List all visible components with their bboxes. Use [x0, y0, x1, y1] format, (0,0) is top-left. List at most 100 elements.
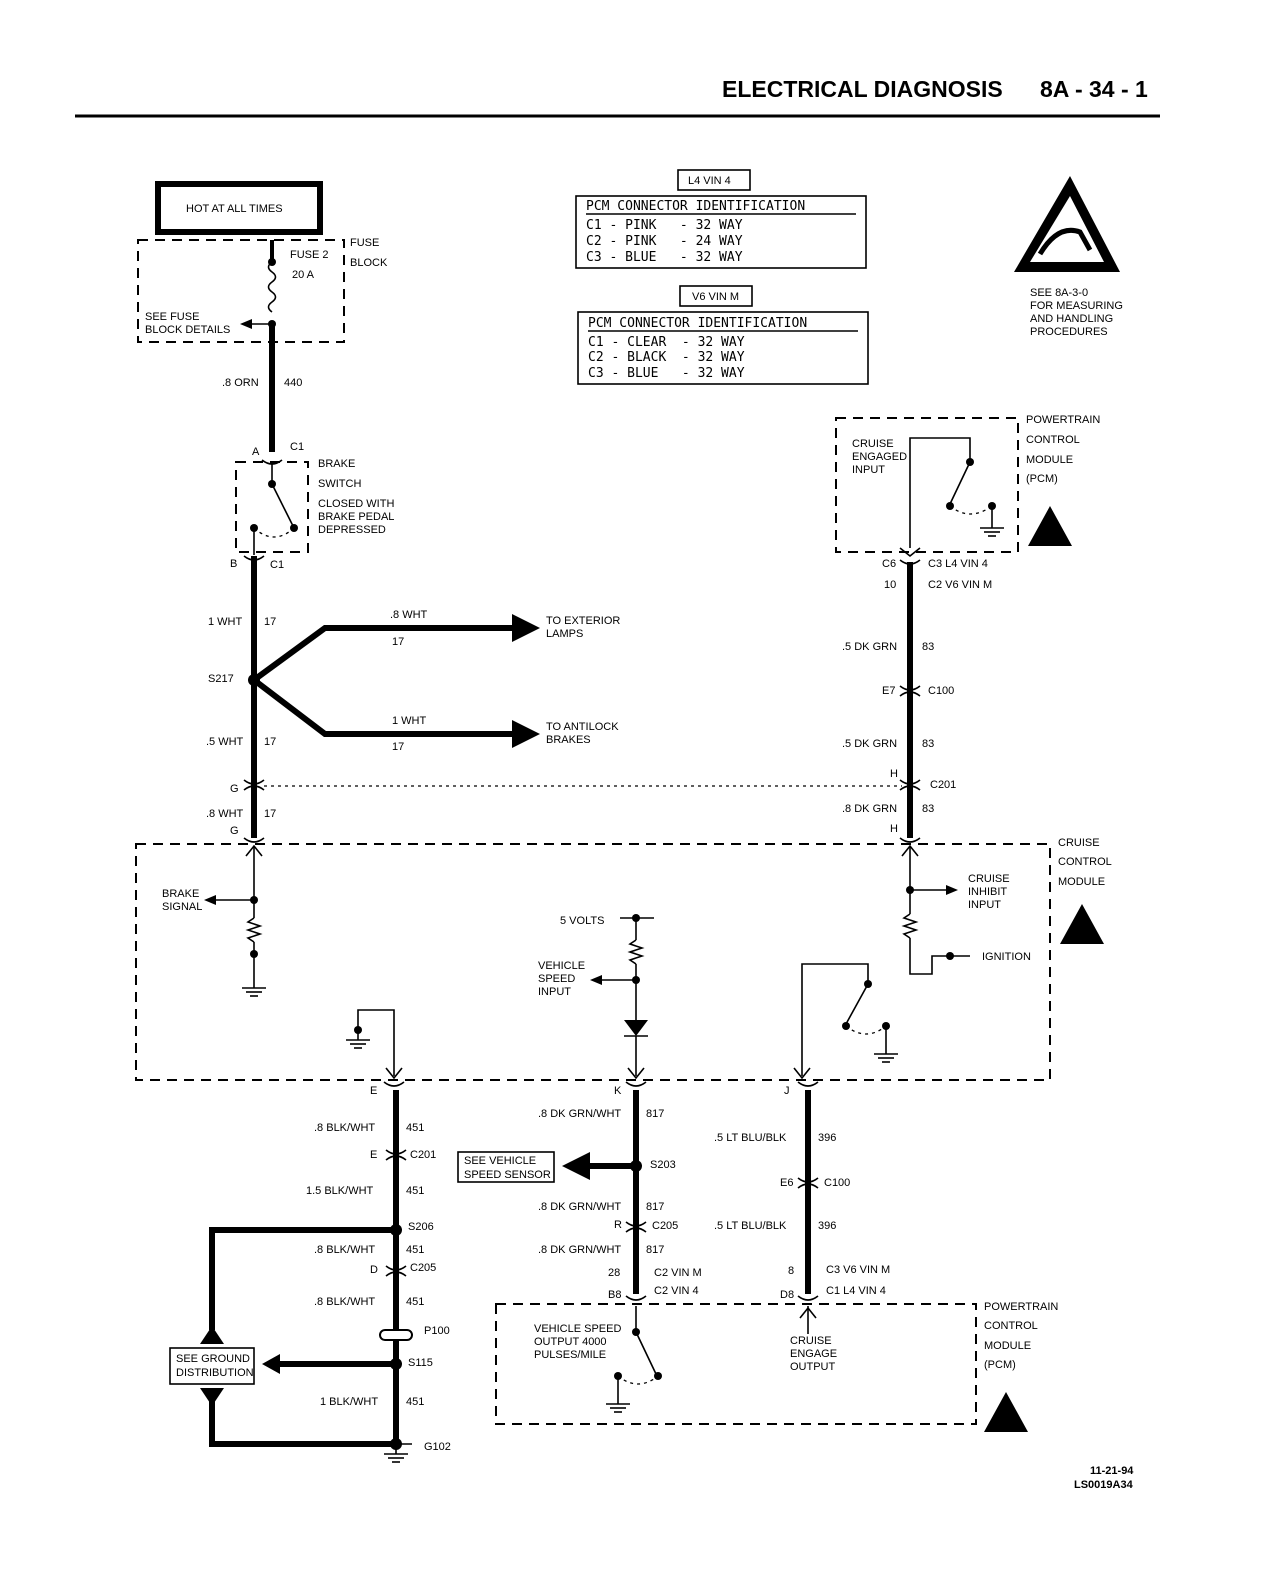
wire-83a-circuit: 83: [922, 641, 934, 653]
to-antilock-2: BRAKES: [546, 734, 591, 746]
pcm-upper-input-1: CRUISE: [852, 438, 894, 450]
esd-cruise-module-icon: [1060, 904, 1104, 944]
pin-28: 28: [608, 1267, 620, 1279]
pcm-l4-box: [575, 195, 867, 269]
connector-c205-a: C205: [410, 1262, 436, 1274]
wire-396a-circuit: 396: [818, 1132, 836, 1144]
pin-b8: B8: [608, 1289, 621, 1301]
hot-at-all-times-box: [155, 181, 323, 235]
esd-note-2: FOR MEASURING: [1030, 300, 1123, 312]
ignition-label: IGNITION: [982, 951, 1031, 963]
vso-label-1: VEHICLE SPEED: [534, 1323, 621, 1335]
pcm-l4-row-2: C2 - PINK - 24 WAY: [586, 234, 743, 249]
hot-at-all-times-label: HOT AT ALL TIMES: [186, 203, 283, 215]
brake-switch-label-2: SWITCH: [318, 478, 361, 490]
wire-17a-circuit: 17: [264, 616, 276, 628]
wire-83a-gauge: .5 DK GRN: [842, 641, 897, 653]
vso-label-2: OUTPUT 4000: [534, 1336, 607, 1348]
pcm-v6-title: PCM CONNECTOR IDENTIFICATION: [588, 316, 807, 331]
see-ground-distribution-box: [169, 1347, 255, 1385]
brake-switch-connector-top: C1: [290, 441, 304, 453]
wire-17-exterior-gauge: .8 WHT: [390, 609, 428, 621]
pcm-upper: [835, 417, 1019, 553]
pcm-upper-label-1: POWERTRAIN: [1026, 414, 1100, 426]
wire-817c-gauge: .8 DK GRN/WHT: [538, 1244, 621, 1256]
connector-c201: C201: [930, 779, 956, 791]
wire-83b-circuit: 83: [922, 738, 934, 750]
fuse-block-label-2: BLOCK: [350, 257, 388, 269]
brake-switch-desc-1: CLOSED WITH: [318, 498, 394, 510]
pcm-lower-label-1: POWERTRAIN: [984, 1301, 1058, 1313]
pcm-l4-row-1: C1 - PINK - 32 WAY: [586, 218, 743, 233]
esd-note-4: PROCEDURES: [1030, 326, 1108, 338]
connector-e-1: E: [370, 1085, 377, 1097]
diode-symbol: [624, 1020, 648, 1036]
fuse-block-label-1: FUSE: [350, 237, 379, 249]
wire-ground-dist-bottom: [209, 1400, 396, 1447]
wire-451d-gauge: .8 BLK/WHT: [314, 1296, 375, 1308]
pcm-v6-tag: V6 VIN M: [692, 291, 739, 303]
vehicle-speed-input-2: SPEED: [538, 973, 575, 985]
wire-83c-circuit: 83: [922, 803, 934, 815]
ceo-label-3: OUTPUT: [790, 1361, 836, 1373]
conn-c2-vin-4: C2 VIN 4: [654, 1285, 699, 1297]
wire-17a-gauge: 1 WHT: [208, 616, 243, 628]
wire-451c-gauge: .8 BLK/WHT: [314, 1244, 375, 1256]
wire-451a-circuit: 451: [406, 1122, 424, 1134]
connector-k: K: [614, 1085, 622, 1097]
brake-signal-2: SIGNAL: [162, 901, 202, 913]
cruise-module-label-1: CRUISE: [1058, 837, 1100, 849]
wire-451e-gauge: 1 BLK/WHT: [320, 1396, 378, 1408]
brake-switch-pin-b: B: [230, 558, 237, 570]
see-vss-box: [457, 1151, 555, 1183]
conn-c2-vin-m: C2 VIN M: [654, 1267, 702, 1279]
wire-440-circuit: 440: [284, 377, 302, 389]
pcm-l4-title: PCM CONNECTOR IDENTIFICATION: [586, 199, 805, 214]
vso-label-3: PULSES/MILE: [534, 1349, 606, 1361]
see-vss-1: SEE VEHICLE: [464, 1155, 536, 1167]
connector-g-2: G: [230, 825, 239, 837]
wire-396b-circuit: 396: [818, 1220, 836, 1232]
connector-p100: P100: [424, 1325, 450, 1337]
connector-r: R: [614, 1219, 622, 1231]
pcm-l4-row-3: C3 - BLUE - 32 WAY: [586, 250, 743, 265]
wire-ground-dist-top: [209, 1227, 396, 1330]
pcm-v6-tag-box: [679, 285, 753, 307]
wire-83c-gauge: .8 DK GRN: [842, 803, 897, 815]
wire-440-gauge: .8 ORN: [222, 377, 259, 389]
connector-c100: C100: [928, 685, 954, 697]
connector-h-1: H: [890, 768, 898, 780]
vehicle-speed-input-3: INPUT: [538, 986, 571, 998]
connector-e7: E7: [882, 685, 895, 697]
wire-17b-circuit: 17: [264, 736, 276, 748]
pin-8: 8: [788, 1265, 794, 1277]
splice-s217: S217: [208, 673, 234, 685]
conn-c3-v6: C3 V6 VIN M: [826, 1264, 890, 1276]
connector-d: D: [370, 1264, 378, 1276]
splice-s203: S203: [650, 1159, 676, 1171]
connector-c205-b: C205: [652, 1220, 678, 1232]
wire-817c-circuit: 817: [646, 1244, 664, 1256]
fuse-amperage: 20 A: [292, 269, 315, 281]
pcm-l4-tag-box: [677, 169, 751, 191]
cruise-inhibit-3: INPUT: [968, 899, 1001, 911]
connector-e6: E6: [780, 1177, 793, 1189]
wire-17c-circuit: 17: [264, 808, 276, 820]
pcm-upper-label-3: MODULE: [1026, 454, 1073, 466]
brake-signal-1: BRAKE: [162, 888, 199, 900]
wire-451e-circuit: 451: [406, 1396, 424, 1408]
connector-c100-b: C100: [824, 1177, 850, 1189]
wire-17-antilock-circuit: 17: [392, 741, 404, 753]
cruise-control-module: [135, 843, 1051, 1081]
wire-817a-gauge: .8 DK GRN/WHT: [538, 1108, 621, 1120]
connector-g-1: G: [230, 783, 239, 795]
connector-h-2: H: [890, 823, 898, 835]
pcm-l4-tag: L4 VIN 4: [688, 175, 731, 187]
pcm-v6-box: [577, 311, 869, 385]
pcm-lower: [495, 1303, 977, 1425]
ground-g102: G102: [424, 1441, 451, 1453]
connector-j: J: [784, 1085, 790, 1097]
pcm-lower-label-4: (PCM): [984, 1359, 1016, 1371]
cruise-inhibit-1: CRUISE: [968, 873, 1010, 885]
